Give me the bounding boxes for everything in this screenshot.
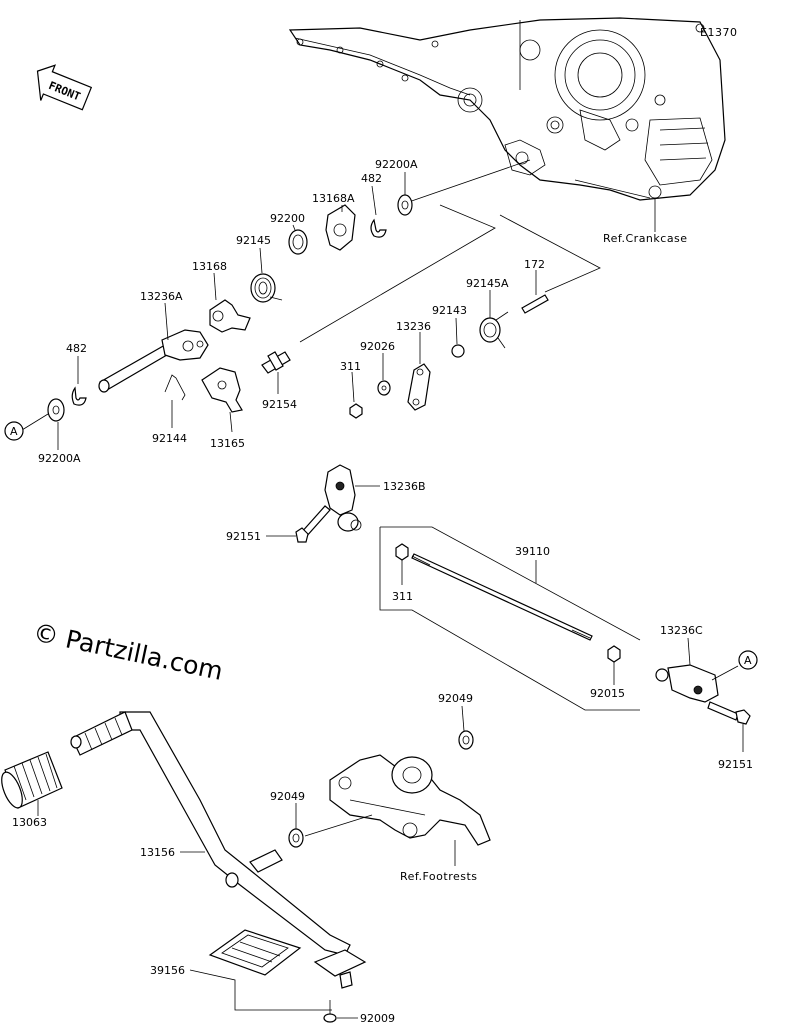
nut-311-mid	[395, 543, 409, 585]
crankcase-drawing	[288, 17, 726, 232]
part-13236c-label: 13236C	[660, 624, 703, 637]
part-13168a-label: 13168A	[312, 192, 355, 205]
nut-311-top	[349, 371, 363, 419]
part-13156-label: 13156	[140, 846, 175, 859]
pin-172	[521, 270, 549, 314]
lever-13236b	[324, 464, 380, 532]
callout-a-left-label: A	[10, 425, 18, 438]
bolt-92009	[323, 1000, 358, 1023]
part-13236-label: 13236	[396, 320, 431, 333]
part-39110-label: 39110	[515, 545, 550, 558]
diagram-code: E1370	[700, 26, 737, 39]
pedal-pad-39156	[189, 929, 367, 1011]
part-92049-mid-label: 92049	[270, 790, 305, 803]
assembly-lines-upper	[299, 159, 601, 343]
part-92200-label: 92200	[270, 212, 305, 225]
part-13168a-drawing	[325, 204, 356, 251]
part-92026-label: 92026	[360, 340, 395, 353]
circlip-482-left	[71, 356, 87, 406]
washer-92200	[288, 224, 308, 255]
part-13165-drawing	[201, 367, 243, 433]
bolt-92151-left	[266, 505, 331, 543]
front-arrow-icon: FRONT	[36, 64, 93, 111]
part-92143-label: 92143	[432, 304, 467, 317]
part-92200a-left-label: 92200A	[38, 452, 81, 465]
part-13236a-label: 13236A	[140, 290, 183, 303]
washer-92026	[377, 353, 391, 396]
footrest-bracket-drawing	[329, 754, 491, 866]
part-39156-label: 39156	[150, 964, 185, 977]
part-92015-label: 92015	[590, 687, 625, 700]
watermark-text: © Partzilla.com	[31, 618, 226, 686]
lever-13236c	[655, 637, 739, 703]
part-172-label: 172	[524, 258, 545, 271]
circlip-482-top	[370, 185, 387, 238]
part-482-left-label: 482	[66, 342, 87, 355]
lever-13236	[407, 332, 431, 411]
part-92144-label: 92144	[152, 432, 187, 445]
part-13063-label: 13063	[12, 816, 47, 829]
seal-92049-top	[458, 705, 474, 750]
part-482-top-label: 482	[361, 172, 382, 185]
shift-rod-39110	[379, 526, 641, 711]
part-92154-label: 92154	[262, 398, 297, 411]
rubber-grip-13063	[1, 735, 82, 816]
collar-92143	[451, 317, 465, 358]
ref-footrests-label: Ref.Footrests	[400, 870, 478, 883]
nut-92015	[607, 645, 621, 685]
seal-92049-mid	[288, 803, 373, 848]
part-311-mid-label: 311	[392, 590, 413, 603]
part-92009-label: 92009	[360, 1012, 395, 1025]
part-92049-top-label: 92049	[438, 692, 473, 705]
shift-shaft-13236a	[98, 302, 209, 393]
part-92151-right-label: 92151	[718, 758, 753, 771]
callout-a-right: A	[738, 650, 758, 670]
washer-92200a-top	[397, 172, 413, 216]
part-92151-left-label: 92151	[226, 530, 261, 543]
washer-92200a-left	[21, 398, 65, 450]
spring-92144	[164, 374, 186, 428]
part-13236b-label: 13236B	[383, 480, 426, 493]
part-92145-label: 92145	[236, 234, 271, 247]
pedal-arm-13156	[71, 711, 351, 956]
part-92200a-top-label: 92200A	[375, 158, 418, 171]
part-13168-drawing	[209, 272, 251, 333]
spring-92145	[250, 247, 283, 303]
callout-a-left: A	[4, 421, 24, 441]
part-13165-label: 13165	[210, 437, 245, 450]
spring-92145a	[479, 290, 509, 349]
bolt-92151-right	[707, 701, 751, 752]
ref-crankcase-label: Ref.Crankcase	[603, 232, 688, 245]
callout-a-right-label: A	[744, 654, 752, 667]
bolt-92154	[261, 351, 291, 394]
part-92145a-label: 92145A	[466, 277, 509, 290]
part-13168-label: 13168	[192, 260, 227, 273]
part-311-top-label: 311	[340, 360, 361, 373]
